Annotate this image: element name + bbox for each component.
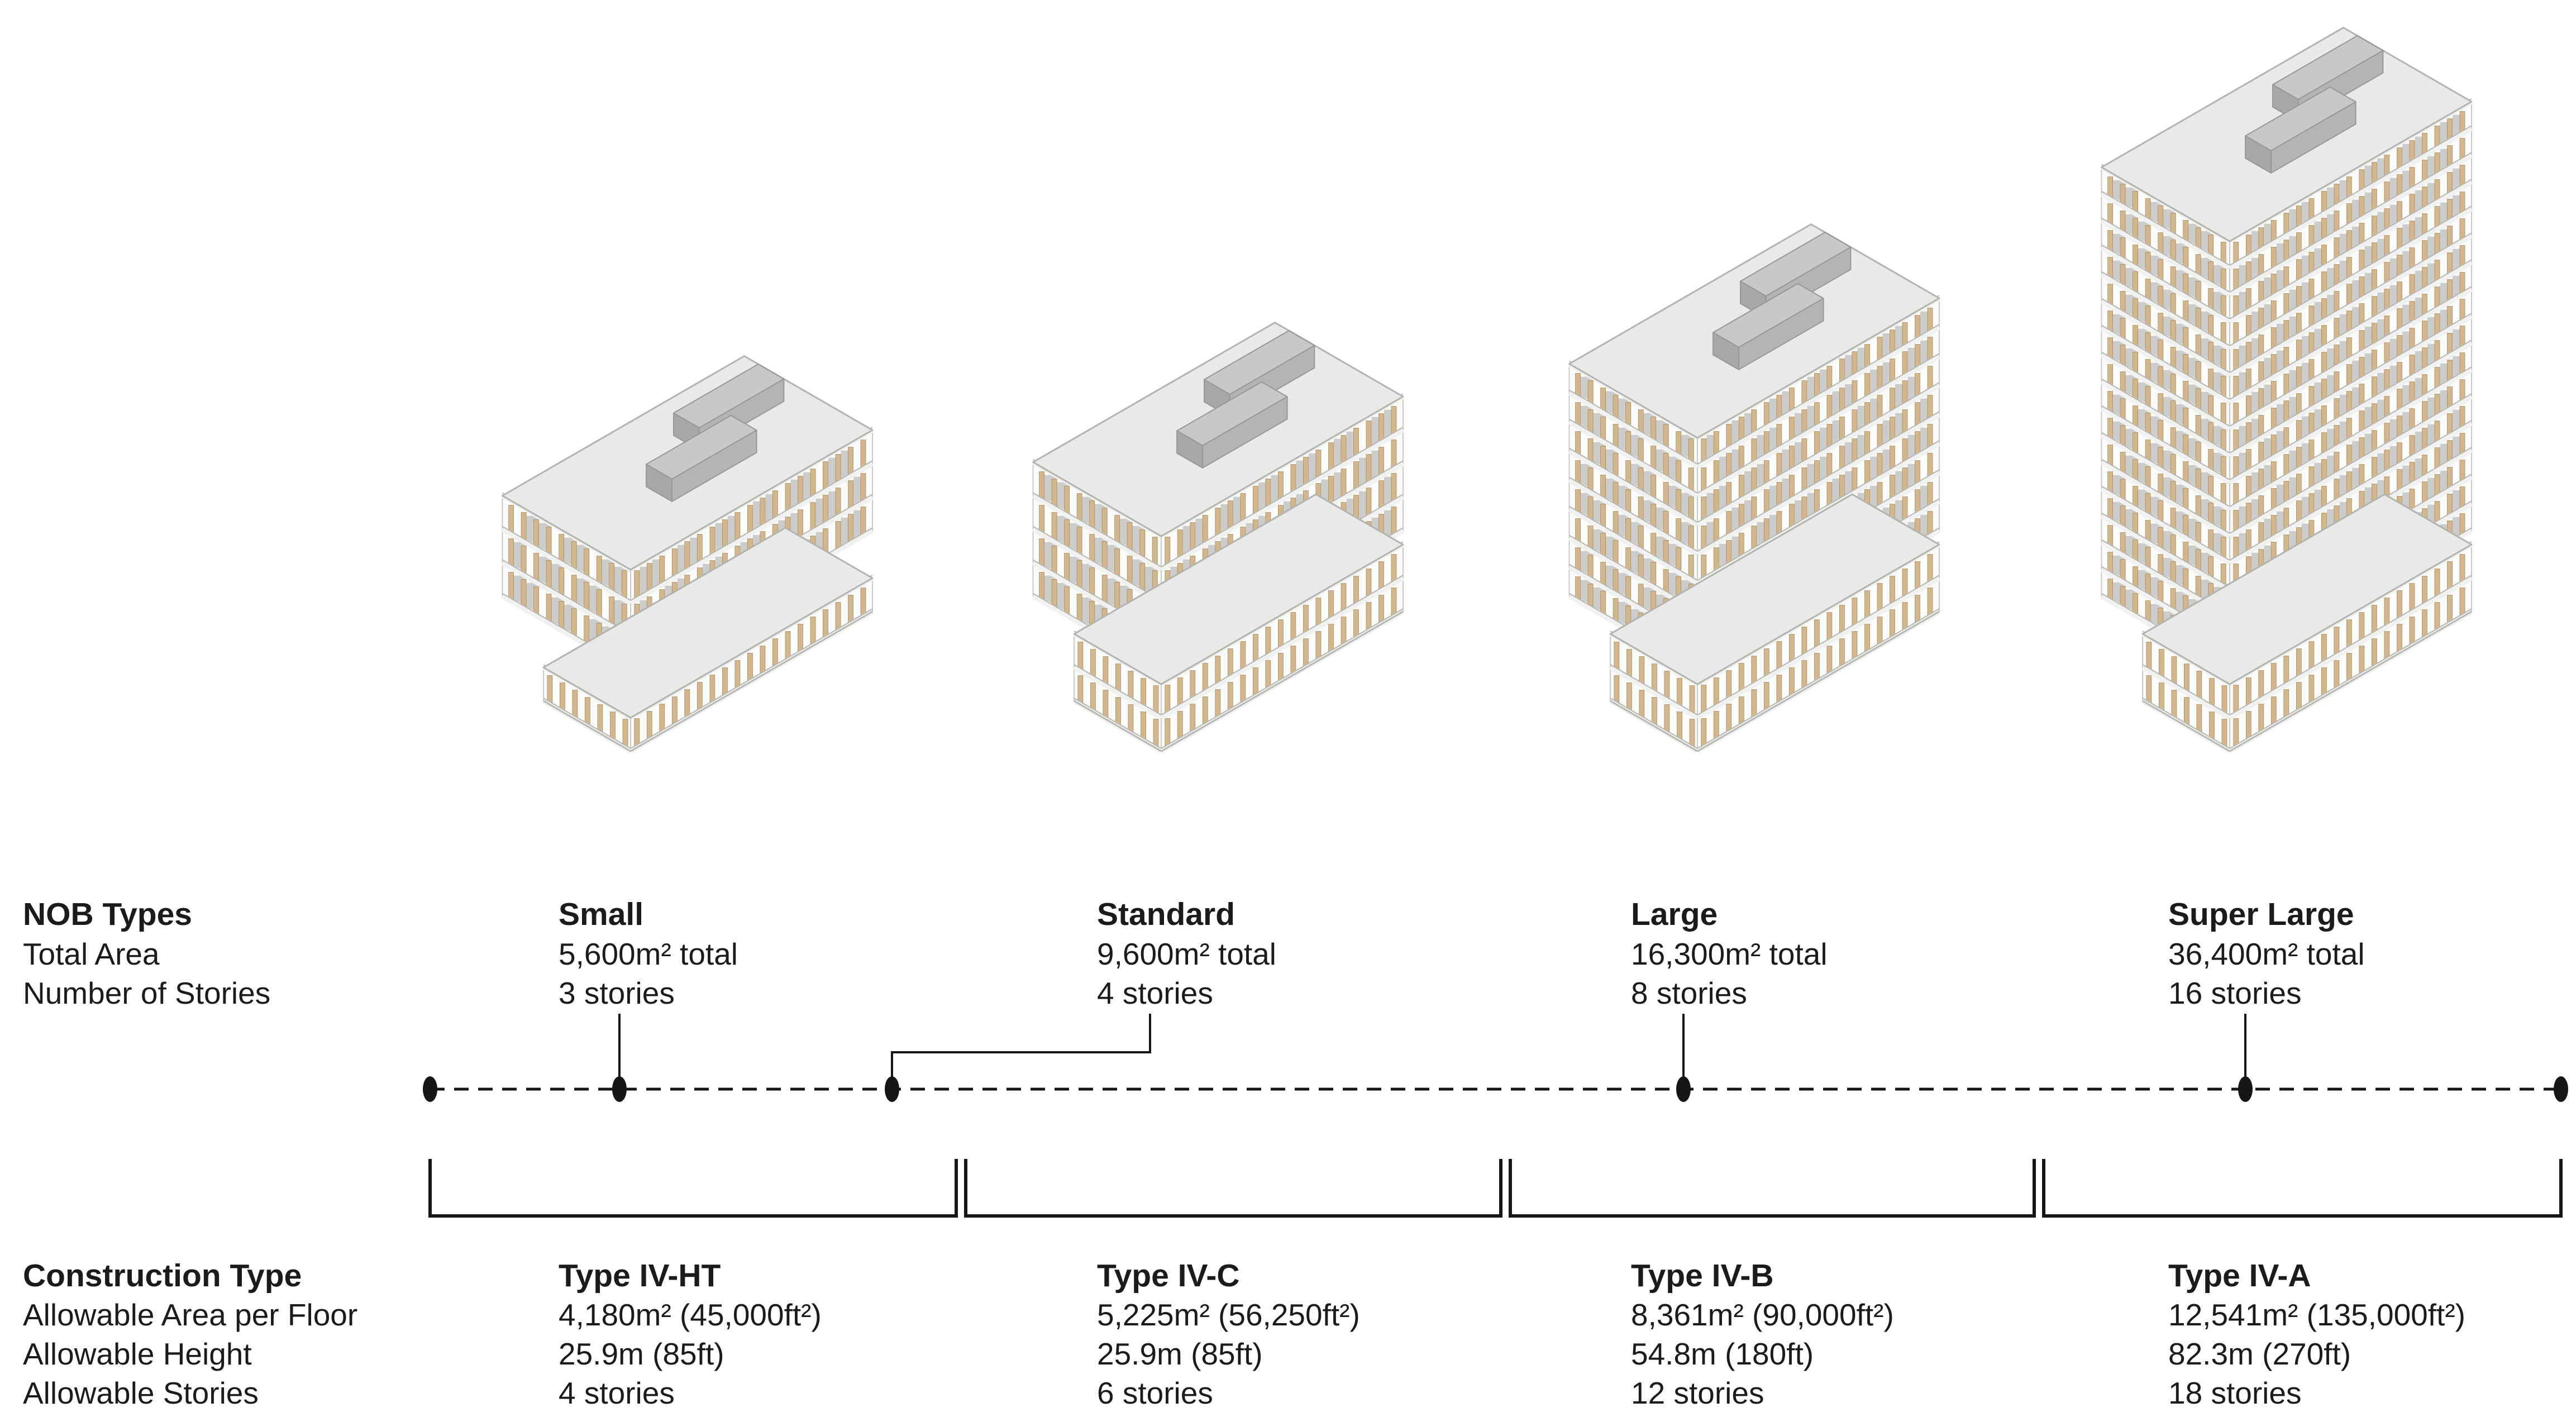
large-stories: 8 stories — [1631, 976, 1747, 1010]
super-large-name: Super Large — [2168, 896, 2354, 932]
type-iv-c-stories: 6 stories — [1097, 1376, 1213, 1410]
large-name: Large — [1631, 896, 1718, 932]
super-large-total: 36,400m² total — [2168, 937, 2365, 971]
type-iv-ht-name: Type IV-HT — [559, 1258, 721, 1294]
size-timeline — [423, 1014, 2568, 1102]
building-small — [501, 355, 874, 753]
small-stories: 3 stories — [559, 976, 675, 1010]
type-iv-c-area: 5,225m² (56,250ft²) — [1097, 1297, 1360, 1332]
type-iv-ht-area: 4,180m² (45,000ft²) — [559, 1297, 822, 1332]
type-iv-a-height: 82.3m (270ft) — [2168, 1337, 2351, 1371]
building-super-large — [2100, 27, 2473, 753]
standard-name: Standard — [1097, 896, 1235, 932]
type-iv-c-height: 25.9m (85ft) — [1097, 1337, 1263, 1371]
total-area-label: Total Area — [23, 937, 160, 971]
type-iv-a-area: 12,541m² (135,000ft²) — [2168, 1297, 2465, 1332]
type-iv-a-name: Type IV-A — [2168, 1258, 2311, 1294]
standard-total: 9,600m² total — [1097, 937, 1276, 971]
small-total: 5,600m² total — [559, 937, 738, 971]
allowable-height-label: Allowable Height — [23, 1337, 252, 1371]
construction-type-brackets — [428, 1159, 2563, 1218]
type-iv-b-height: 54.8m (180ft) — [1631, 1337, 1814, 1371]
small-name: Small — [559, 896, 643, 932]
type-iv-b-area: 8,361m² (90,000ft²) — [1631, 1297, 1894, 1332]
construction-type-header: Construction Type — [23, 1258, 302, 1294]
type-iv-ht-height: 25.9m (85ft) — [559, 1337, 724, 1371]
type-iv-b-stories: 12 stories — [1631, 1376, 1764, 1410]
type-iv-b-name: Type IV-B — [1631, 1258, 1774, 1294]
type-iv-c-name: Type IV-C — [1097, 1258, 1240, 1294]
large-total: 16,300m² total — [1631, 937, 1828, 971]
nob-types-header: NOB Types — [23, 896, 192, 932]
building-standard — [1032, 322, 1405, 753]
allowable-stories-label: Allowable Stories — [23, 1376, 259, 1410]
type-iv-a-stories: 18 stories — [2168, 1376, 2301, 1410]
standard-stories: 4 stories — [1097, 976, 1213, 1010]
buildings-illustration — [501, 27, 2473, 753]
allowable-area-label: Allowable Area per Floor — [23, 1297, 357, 1332]
building-large — [1568, 223, 1941, 753]
super-large-stories: 16 stories — [2168, 976, 2301, 1010]
type-iv-ht-stories: 4 stories — [559, 1376, 675, 1410]
number-of-stories-label: Number of Stories — [23, 976, 270, 1010]
